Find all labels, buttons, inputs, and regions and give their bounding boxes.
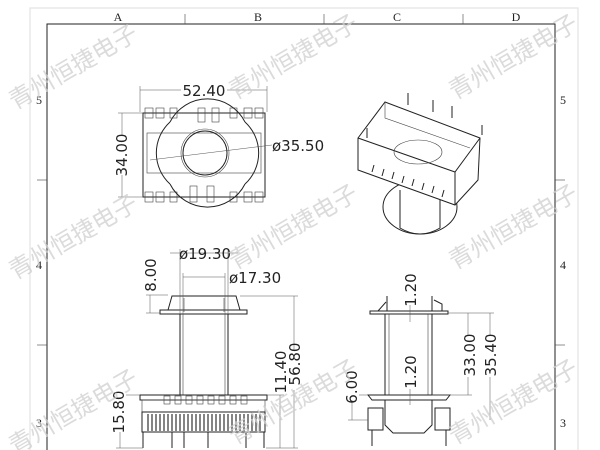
row-label-4-left: 4 — [36, 258, 42, 272]
row-label-3-right: 3 — [560, 416, 566, 430]
watermark: 青州恒捷电子 — [4, 19, 143, 115]
total-height-dimension: 56.80 — [286, 343, 304, 386]
base-dimension: 6.00 — [343, 370, 361, 403]
row-label-3-left: 3 — [36, 416, 42, 430]
inner-diameter-dimension: ø17.30 — [229, 269, 281, 287]
winding-height-dimension: 33.00 — [461, 334, 479, 377]
flange-diameter-dimension: ø35.50 — [272, 137, 324, 155]
row-label-5-left: 5 — [36, 93, 42, 107]
column-label-a: A — [114, 10, 123, 24]
base-height-dimension: 11.40 — [272, 351, 290, 394]
watermark: 青州恒捷电子 — [224, 9, 363, 105]
top-view — [142, 98, 273, 208]
watermark: 青州恒捷电子 — [4, 189, 143, 285]
cap-height-dimension: 8.00 — [142, 258, 160, 291]
top-flange-thickness-dimension: 1.20 — [402, 273, 420, 306]
overall-height-dimension: 35.40 — [482, 334, 500, 377]
column-label-c: C — [393, 10, 401, 24]
drawing-border — [46, 23, 556, 450]
front-view — [139, 295, 268, 448]
side-view-dimensions — [348, 300, 494, 421]
row-label-4-right: 4 — [560, 258, 566, 272]
watermark: 青州恒捷电子 — [224, 179, 363, 275]
top-width-dimension: 52.40 — [183, 82, 226, 100]
column-label-b: B — [254, 10, 262, 24]
outer-frame — [29, 7, 579, 450]
pin-length-dimension: 15.80 — [110, 391, 128, 434]
isometric-view — [357, 93, 483, 235]
top-height-dimension: 34.00 — [113, 134, 131, 177]
outer-diameter-dimension: ø19.30 — [179, 245, 231, 263]
column-label-d: D — [512, 10, 521, 24]
bottom-flange-thickness-dimension: 1.20 — [402, 355, 420, 388]
row-label-5-right: 5 — [560, 93, 566, 107]
side-view — [366, 296, 452, 446]
top-view-dimensions — [118, 86, 268, 198]
column-dividers — [37, 14, 565, 346]
